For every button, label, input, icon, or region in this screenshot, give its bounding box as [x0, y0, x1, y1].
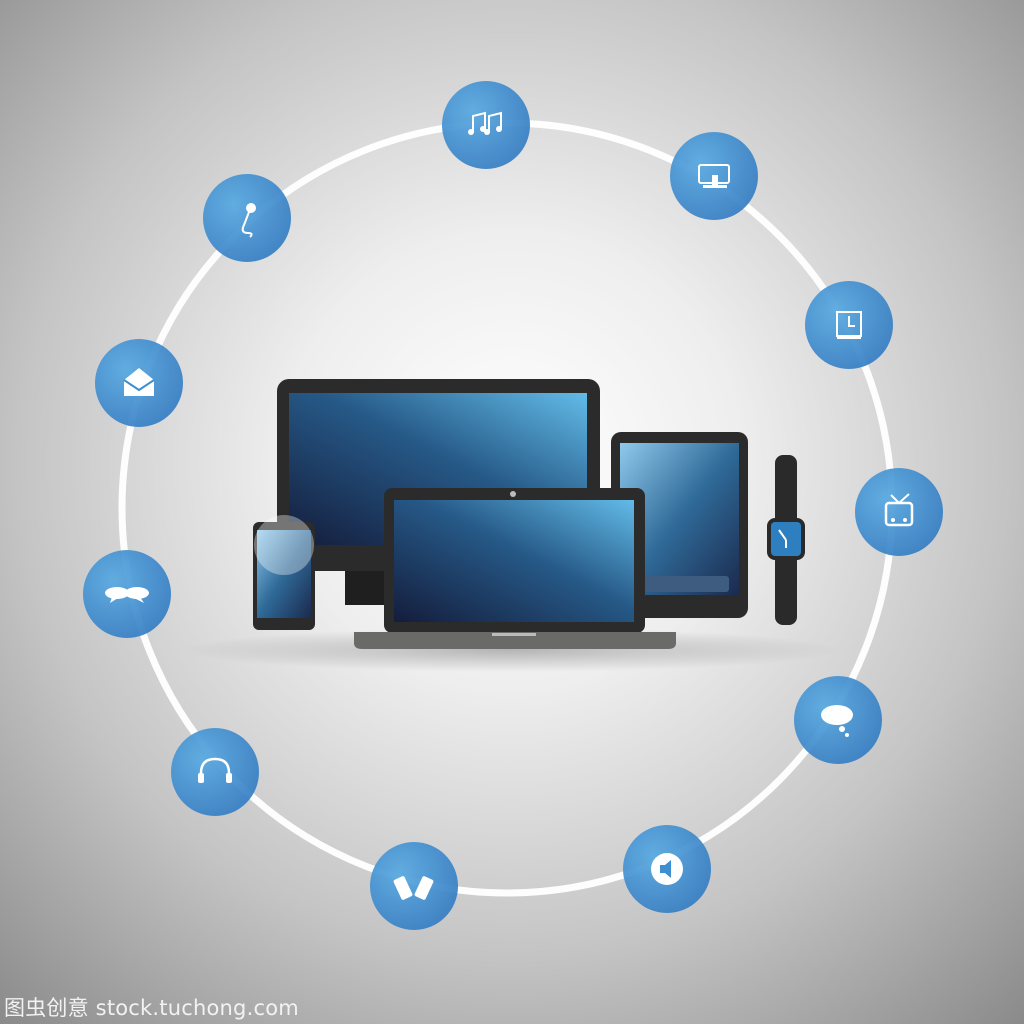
headphones-icon[interactable]: [171, 728, 259, 816]
music-notes-icon[interactable]: [442, 81, 530, 169]
envelope-icon[interactable]: [95, 339, 183, 427]
tv-icon[interactable]: [855, 468, 943, 556]
mobile-phones-icon[interactable]: [370, 842, 458, 930]
laptop: [354, 488, 676, 649]
clock-icon[interactable]: [805, 281, 893, 369]
speaker-icon[interactable]: [623, 825, 711, 913]
watermark: 图虫创意 stock.tuchong.com: [4, 996, 299, 1020]
smartwatch: [767, 455, 805, 625]
projector-icon[interactable]: [670, 132, 758, 220]
chat-bubbles-icon[interactable]: [83, 550, 171, 638]
microphone-icon[interactable]: [203, 174, 291, 262]
thought-bubble-icon[interactable]: [794, 676, 882, 764]
smartphone: [253, 515, 315, 630]
